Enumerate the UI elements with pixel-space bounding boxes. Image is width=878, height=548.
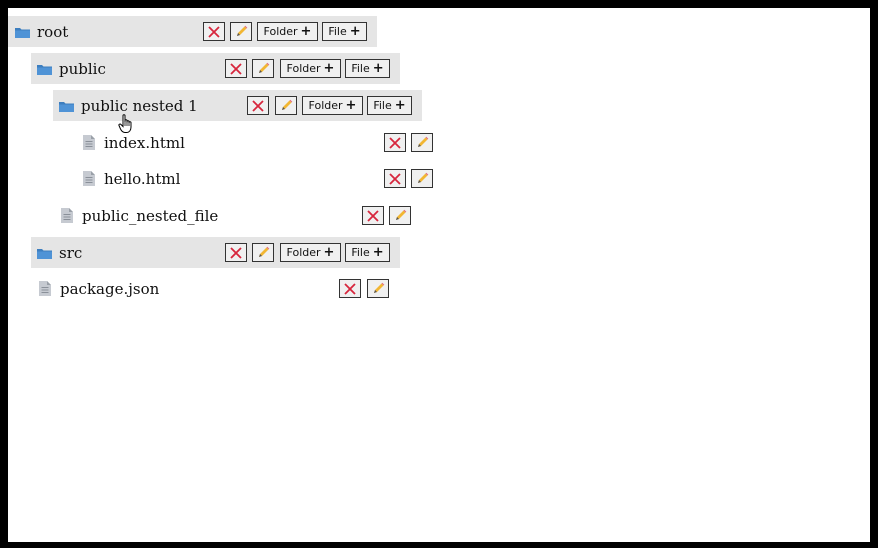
file-icon: [80, 135, 98, 151]
pencil-icon: [373, 282, 384, 293]
folder-label: public: [59, 59, 106, 78]
delete-button[interactable]: [384, 169, 406, 188]
rename-button[interactable]: [275, 96, 297, 115]
file-icon: [58, 208, 76, 224]
folder-icon: [35, 61, 53, 77]
delete-button[interactable]: [225, 243, 247, 262]
add-file-button[interactable]: File+: [345, 243, 390, 262]
folder-icon: [57, 98, 75, 114]
close-icon: [389, 172, 401, 185]
tree-file-index-html[interactable]: index.html: [75, 127, 444, 158]
add-folder-button[interactable]: Folder+: [280, 59, 341, 78]
file-tree-panel: root Folder+ File+ public Folder+: [8, 8, 870, 542]
rename-button[interactable]: [411, 169, 433, 188]
file-icon: [36, 281, 54, 297]
tree-file-hello-html[interactable]: hello.html: [75, 163, 444, 194]
file-label: index.html: [104, 133, 185, 152]
delete-button[interactable]: [225, 59, 247, 78]
rename-button[interactable]: [411, 133, 433, 152]
plus-icon: +: [394, 98, 406, 113]
file-label: public_nested_file: [82, 206, 219, 225]
tree-folder-src[interactable]: src Folder+ File+: [31, 237, 400, 268]
delete-button[interactable]: [247, 96, 269, 115]
close-icon: [208, 25, 220, 38]
add-folder-button[interactable]: Folder+: [257, 22, 318, 41]
plus-icon: +: [323, 245, 335, 260]
plus-icon: +: [372, 245, 384, 260]
add-file-button[interactable]: File+: [345, 59, 390, 78]
file-label: package.json: [60, 279, 160, 298]
folder-label: root: [37, 22, 69, 41]
tree-file-package-json[interactable]: package.json: [31, 273, 400, 304]
file-label: hello.html: [104, 169, 181, 188]
file-icon: [80, 171, 98, 187]
tree-file-public-nested-file[interactable]: public_nested_file: [53, 200, 422, 231]
tree-folder-root[interactable]: root Folder+ File+: [8, 16, 377, 47]
tree-folder-public-nested-1[interactable]: public nested 1 Folder+ File+: [53, 90, 422, 121]
close-icon: [389, 136, 401, 149]
folder-label: public nested 1: [81, 96, 198, 115]
tree-folder-public[interactable]: public Folder+ File+: [31, 53, 400, 84]
hand-cursor-icon: [118, 114, 132, 133]
add-file-button[interactable]: File+: [367, 96, 412, 115]
pencil-icon: [417, 172, 428, 183]
rename-button[interactable]: [389, 206, 411, 225]
rename-button[interactable]: [367, 279, 389, 298]
pencil-icon: [258, 62, 269, 73]
pencil-icon: [395, 209, 406, 220]
close-icon: [230, 246, 242, 259]
pencil-icon: [417, 136, 428, 147]
add-folder-button[interactable]: Folder+: [302, 96, 363, 115]
add-folder-button[interactable]: Folder+: [280, 243, 341, 262]
plus-icon: +: [345, 98, 357, 113]
delete-button[interactable]: [203, 22, 225, 41]
folder-icon: [13, 24, 31, 40]
delete-button[interactable]: [362, 206, 384, 225]
close-icon: [344, 282, 356, 295]
plus-icon: +: [300, 24, 312, 39]
pencil-icon: [236, 25, 247, 36]
pencil-icon: [281, 99, 292, 110]
pencil-icon: [258, 246, 269, 257]
plus-icon: +: [323, 61, 335, 76]
folder-icon: [35, 245, 53, 261]
close-icon: [230, 62, 242, 75]
plus-icon: +: [372, 61, 384, 76]
close-icon: [367, 209, 379, 222]
add-file-button[interactable]: File+: [322, 22, 367, 41]
folder-label: src: [59, 243, 83, 262]
rename-button[interactable]: [252, 243, 274, 262]
plus-icon: +: [349, 24, 361, 39]
close-icon: [252, 99, 264, 112]
delete-button[interactable]: [384, 133, 406, 152]
delete-button[interactable]: [339, 279, 361, 298]
rename-button[interactable]: [252, 59, 274, 78]
rename-button[interactable]: [230, 22, 252, 41]
